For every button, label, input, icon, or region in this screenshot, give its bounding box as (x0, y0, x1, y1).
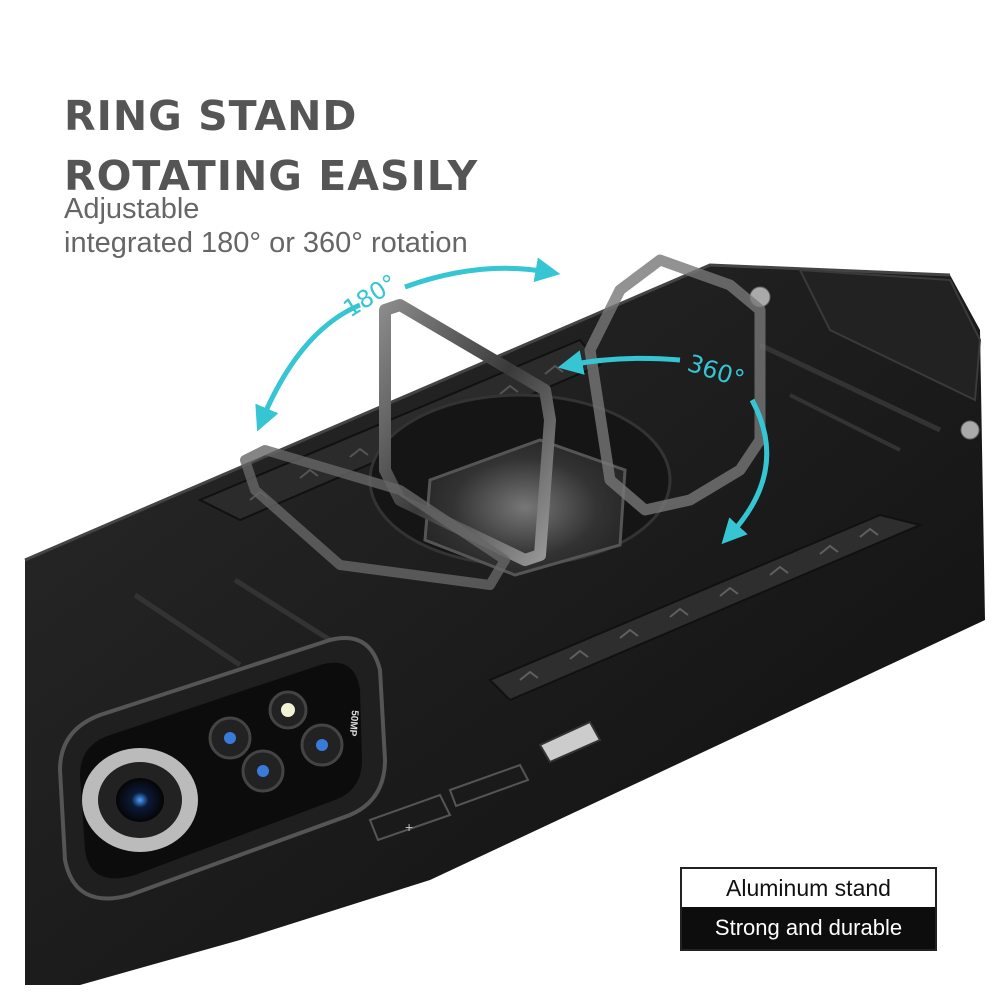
headline-line-1: RING STAND (64, 92, 358, 140)
ring-stand (240, 254, 766, 590)
feature-label: Aluminum stand Strong and durable (680, 867, 937, 951)
arrow-180-icon (255, 302, 361, 432)
subheadline-line-1: Adjustable (64, 193, 200, 225)
headline: RING STAND ROTATING EASILY (64, 86, 478, 206)
headline-line-2: ROTATING EASILY (64, 152, 479, 200)
side-button (538, 720, 602, 764)
rotation-180-label: 180° (338, 269, 402, 323)
subheadline: Adjustable integrated 180° or 360° rotat… (64, 192, 468, 260)
feature-label-subtitle: Strong and durable (682, 907, 935, 949)
camera-module: 50MP (57, 636, 388, 901)
arrow-360-icon (557, 350, 681, 375)
camera-megapixel-label: 50MP (347, 710, 360, 737)
subheadline-line-2: integrated 180° or 360° rotation (64, 227, 468, 259)
feature-label-title: Aluminum stand (682, 869, 935, 907)
volume-button (368, 793, 452, 842)
svg-text:+: + (405, 819, 413, 835)
